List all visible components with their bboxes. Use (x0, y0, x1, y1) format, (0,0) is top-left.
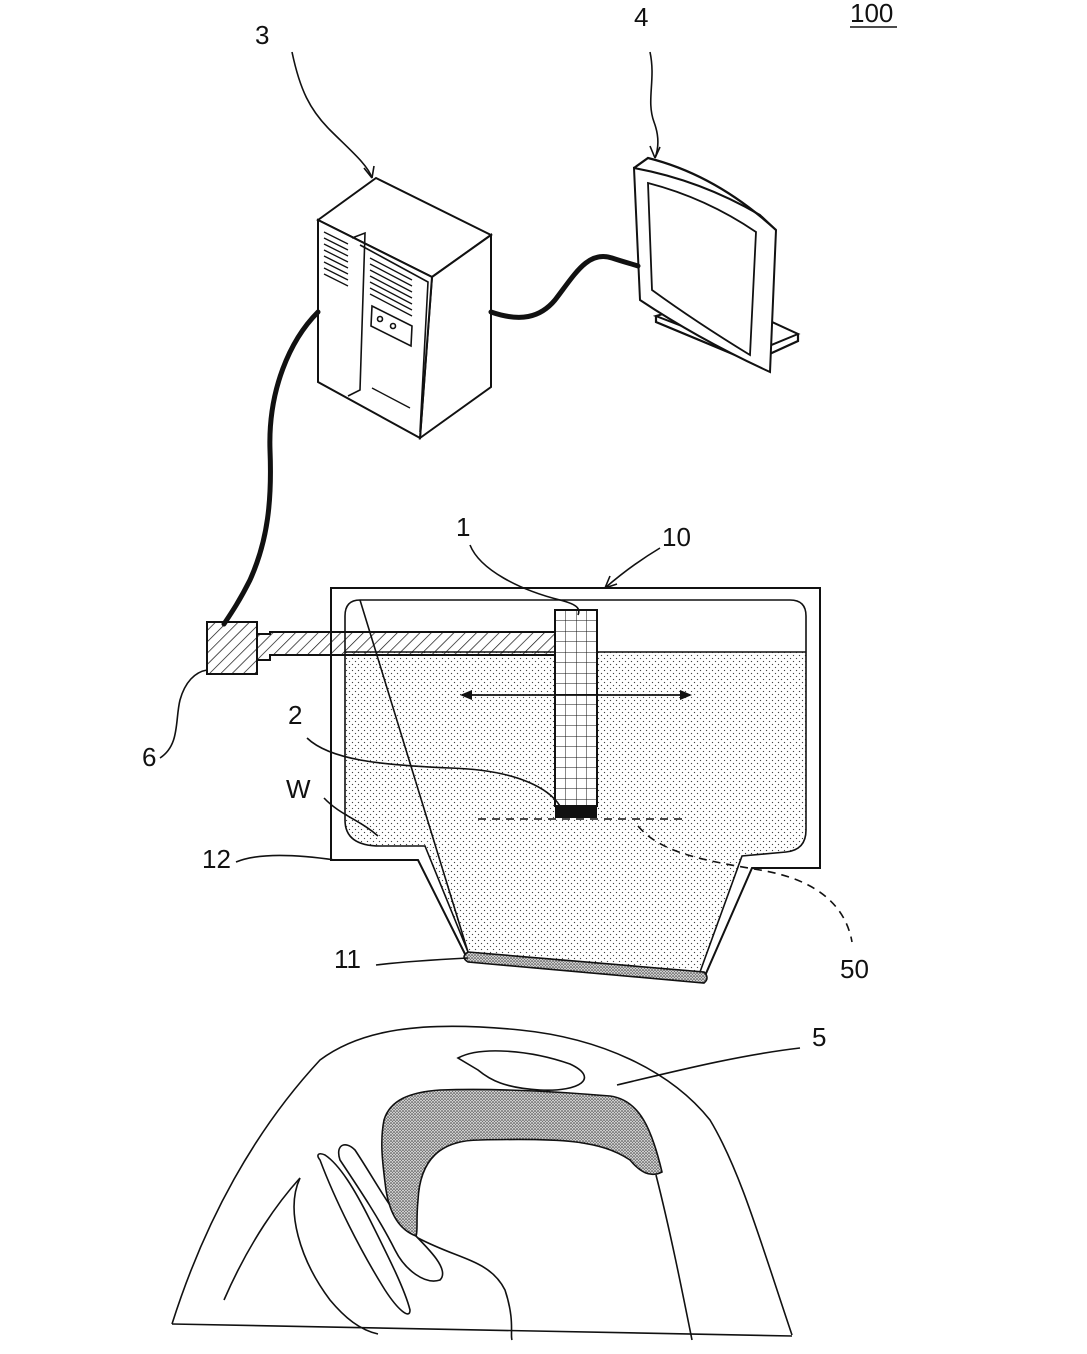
label-probe: 1 (456, 512, 470, 542)
computer-tower (318, 178, 491, 438)
label-transducer: 2 (288, 700, 302, 730)
label-computer: 3 (255, 20, 269, 50)
figure-reference-number: 100 (850, 0, 893, 28)
figure-reference: 100 (850, 0, 897, 28)
drive-block (207, 622, 257, 674)
monitor-cable (491, 256, 638, 317)
label-drive: 6 (142, 742, 156, 772)
tissue-section (172, 1026, 792, 1340)
label-tank: 10 (662, 522, 691, 552)
label-window: 11 (334, 944, 361, 974)
label-tank-wall: 12 (202, 844, 231, 874)
probe-body (555, 610, 597, 806)
drive-arm (257, 632, 556, 660)
target-tissue-band (382, 1089, 662, 1236)
label-display: 4 (634, 2, 648, 32)
drive-cable (224, 312, 318, 624)
label-tissue: 5 (812, 1022, 826, 1052)
label-water: W (286, 774, 311, 804)
label-focal-plane: 50 (840, 954, 869, 984)
probe (555, 610, 597, 818)
transducer-element (555, 806, 597, 818)
display-monitor (634, 158, 798, 372)
